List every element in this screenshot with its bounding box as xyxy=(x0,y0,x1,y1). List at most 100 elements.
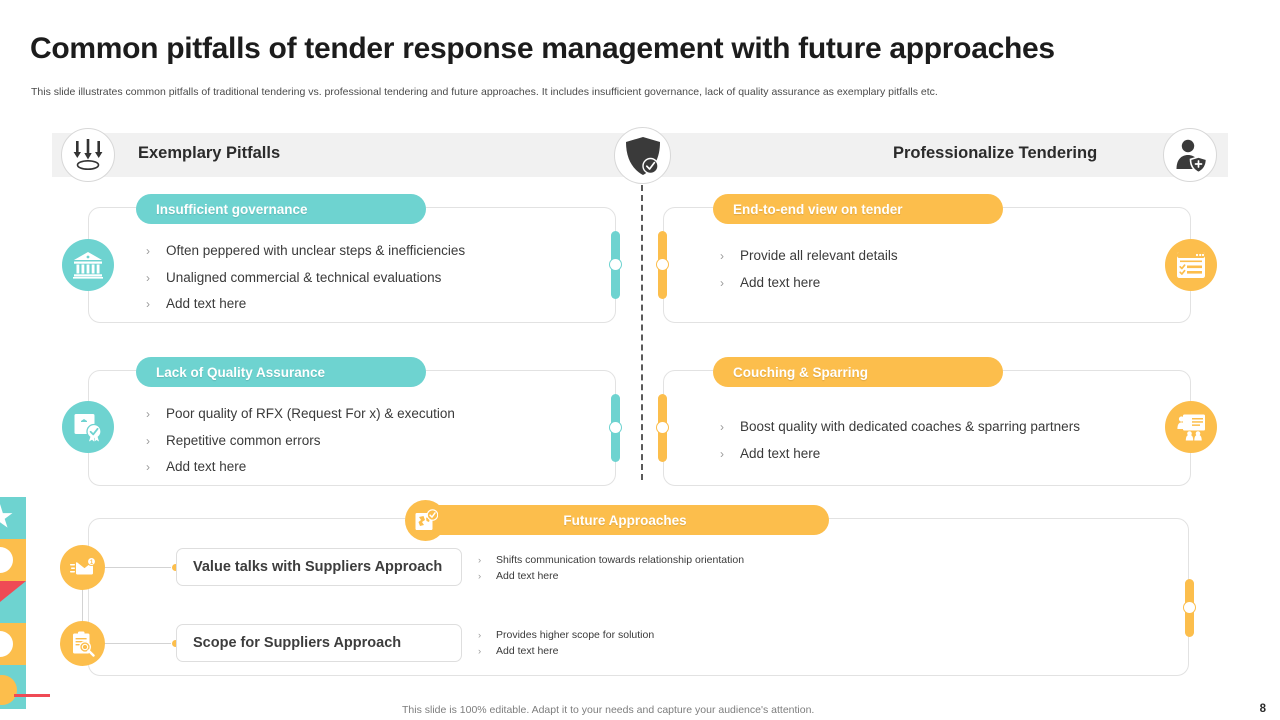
pitfall-card-2-title: Lack of Quality Assurance xyxy=(136,357,426,387)
connector-knob[interactable] xyxy=(609,421,622,434)
header-left-label: Exemplary Pitfalls xyxy=(138,144,281,162)
star-icon xyxy=(0,504,13,528)
clipboard-search-icon xyxy=(60,621,105,666)
list-item: › Add text here xyxy=(146,291,465,318)
professional-card-2-title: Couching & Sparring xyxy=(713,357,1003,387)
professional-card-2-bullets: › Boost quality with dedicated coaches &… xyxy=(720,414,1080,467)
chevron-right-icon: › xyxy=(478,555,482,566)
future-approaches-connector-2 xyxy=(105,643,171,644)
list-item: › Add text here xyxy=(478,569,744,585)
certificate-badge-icon xyxy=(62,401,114,453)
future-approach-label-2[interactable]: Scope for Suppliers Approach xyxy=(176,624,462,662)
bank-building-icon xyxy=(62,239,114,291)
pitfall-card-1-title: Insufficient governance xyxy=(136,194,426,224)
svg-text:1: 1 xyxy=(89,560,93,566)
list-item-label: Often peppered with unclear steps & inef… xyxy=(166,243,466,258)
list-item: › Poor quality of RFX (Request For x) & … xyxy=(146,401,455,428)
list-item-label: Provide all relevant details xyxy=(740,248,898,263)
pitfall-card-2 xyxy=(88,370,616,486)
chevron-right-icon: › xyxy=(478,645,482,657)
page-subtitle: This slide illustrates common pitfalls o… xyxy=(31,86,938,98)
list-item: › Often peppered with unclear steps & in… xyxy=(146,238,465,265)
checklist-form-icon xyxy=(1165,239,1217,291)
list-item-label: Add text here xyxy=(496,569,559,582)
chevron-right-icon: › xyxy=(146,244,150,258)
chevron-right-icon: › xyxy=(146,297,150,311)
footer-note: This slide is 100% editable. Adapt it to… xyxy=(402,704,815,716)
circle-icon xyxy=(0,547,13,573)
professional-card-2 xyxy=(663,370,1191,486)
edge-cell-teal-star xyxy=(0,497,26,539)
circle-icon xyxy=(0,675,17,705)
connector-slider-left-2[interactable] xyxy=(609,394,622,462)
user-shield-icon xyxy=(1172,137,1208,173)
edge-dash-accent xyxy=(14,694,50,697)
list-item-label: Add text here xyxy=(166,296,247,311)
connector-dot-2 xyxy=(172,640,179,647)
professional-card-1-title: End-to-end view on tender xyxy=(713,194,1003,224)
chevron-right-icon: › xyxy=(720,275,724,290)
connector-slider-future[interactable] xyxy=(1183,579,1196,637)
pitfall-card-1 xyxy=(88,207,616,323)
edge-cell-teal-triangle xyxy=(0,581,26,623)
connector-slider-right-2[interactable] xyxy=(656,394,669,462)
page-title: Common pitfalls of tender response manag… xyxy=(30,32,1055,65)
chevron-right-icon: › xyxy=(146,460,150,474)
training-presentation-icon xyxy=(1165,401,1217,453)
edge-cell-teal-amber-circle xyxy=(0,665,26,709)
header-left-icon-circle xyxy=(61,128,115,182)
list-item-label: Provides higher scope for solution xyxy=(496,629,655,641)
future-approach-2-bullets: › Provides higher scope for solution › A… xyxy=(478,628,654,659)
list-item-label: Add text here xyxy=(740,274,821,290)
downward-arrows-pitfall-icon xyxy=(71,139,105,171)
list-item-label: Add text here xyxy=(496,644,559,657)
list-item: › Add text here xyxy=(720,270,898,297)
list-item: › Add text here xyxy=(478,644,654,660)
chevron-right-icon: › xyxy=(146,270,150,285)
chevron-right-icon: › xyxy=(478,570,482,582)
list-item: › Provides higher scope for solution xyxy=(478,628,654,644)
connector-knob[interactable] xyxy=(656,421,669,434)
chevron-right-icon: › xyxy=(146,433,150,448)
puzzle-check-icon xyxy=(405,500,446,541)
header-right-label: Professionalize Tendering xyxy=(893,144,1098,162)
edge-cell-amber-circle xyxy=(0,539,26,581)
envelope-mail-icon: 1 xyxy=(60,545,105,590)
list-item-label: Boost quality with dedicated coaches & s… xyxy=(740,419,1080,434)
page-number: 8 xyxy=(1259,703,1266,715)
header-center-icon-circle xyxy=(614,127,671,184)
pitfall-card-1-bullets: › Often peppered with unclear steps & in… xyxy=(146,238,465,318)
connector-slider-right-1[interactable] xyxy=(656,231,669,299)
list-item: › Repetitive common errors xyxy=(146,428,455,455)
professional-card-1 xyxy=(663,207,1191,323)
future-approaches-title: Future Approaches xyxy=(421,505,829,535)
future-approaches-connector-1 xyxy=(105,567,171,568)
chevron-right-icon: › xyxy=(478,630,482,641)
connector-dot-1 xyxy=(172,564,179,571)
list-item: › Add text here xyxy=(146,454,455,481)
shield-check-icon xyxy=(624,136,662,176)
chevron-right-icon: › xyxy=(146,407,150,421)
list-item: › Unaligned commercial & technical evalu… xyxy=(146,265,465,292)
list-item-label: Add text here xyxy=(740,445,821,461)
chevron-right-icon: › xyxy=(720,249,724,263)
center-dashed-divider xyxy=(641,185,643,480)
list-item-label: Repetitive common errors xyxy=(166,432,321,448)
connector-slider-left-1[interactable] xyxy=(609,231,622,299)
professional-card-1-bullets: › Provide all relevant details › Add tex… xyxy=(720,243,898,296)
future-approach-label-1[interactable]: Value talks with Suppliers Approach xyxy=(176,548,462,586)
list-item: › Provide all relevant details xyxy=(720,243,898,270)
list-item-label: Add text here xyxy=(166,459,247,474)
pitfall-card-2-bullets: › Poor quality of RFX (Request For x) & … xyxy=(146,401,455,481)
circle-icon xyxy=(0,631,13,657)
list-item-label: Poor quality of RFX (Request For x) & ex… xyxy=(166,406,455,421)
connector-knob[interactable] xyxy=(609,258,622,271)
list-item-label: Shifts communication towards relationshi… xyxy=(496,554,745,566)
chevron-right-icon: › xyxy=(720,446,724,461)
list-item: › Add text here xyxy=(720,441,1080,468)
future-approach-1-bullets: › Shifts communication towards relations… xyxy=(478,553,744,584)
connector-knob[interactable] xyxy=(1183,601,1196,614)
future-approaches-connector-vertical xyxy=(82,590,83,621)
list-item-label: Unaligned commercial & technical evaluat… xyxy=(166,269,442,285)
connector-knob[interactable] xyxy=(656,258,669,271)
